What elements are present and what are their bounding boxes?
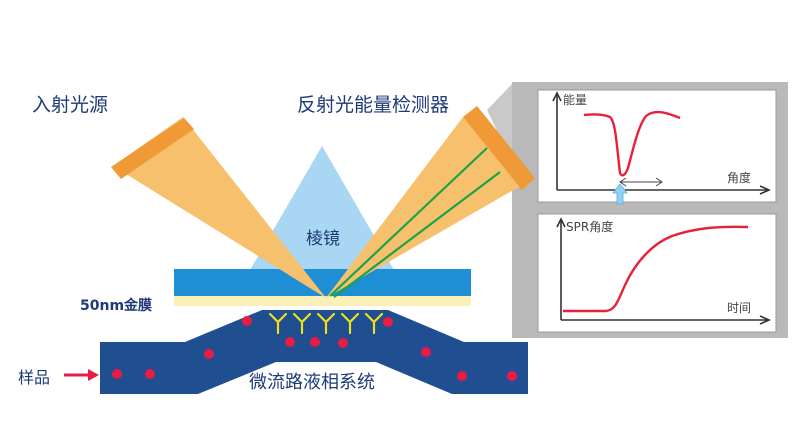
sample-label: 样品	[18, 368, 50, 387]
sample-arrow	[64, 369, 99, 381]
microfluidic-channel	[100, 310, 528, 394]
angle-shift-arrow	[619, 177, 663, 187]
magnifier-connector	[487, 84, 535, 210]
reflected-ray-1	[329, 147, 488, 297]
incident-beam	[113, 117, 326, 298]
angle-axis-label: 角度	[727, 170, 751, 185]
spr-plot-axes	[556, 217, 771, 325]
prism	[246, 146, 398, 277]
antibodies	[268, 312, 384, 335]
analyte-particles	[112, 316, 517, 381]
reflected-ray-2	[333, 171, 501, 298]
energy-plot-axes	[552, 91, 771, 195]
spr-angle-curve	[563, 225, 749, 313]
time-axis-label: 时间	[727, 301, 751, 315]
detector	[463, 106, 535, 190]
resonance-angle-arrow	[612, 183, 628, 205]
prism-label: 棱镜	[306, 229, 340, 249]
detector-label: 反射光能量检测器	[297, 94, 449, 116]
energy-plot-box	[537, 89, 777, 203]
light-source-label: 入射光源	[32, 94, 108, 116]
energy-dip-curve	[583, 110, 681, 177]
microfluidic-label: 微流路液相系统	[249, 372, 375, 393]
spr-angle-axis-label: SPR角度	[566, 219, 613, 234]
glass-substrate	[174, 269, 471, 296]
gold-film	[174, 296, 471, 306]
light-source-emitter	[111, 118, 194, 179]
energy-axis-label: 能量	[563, 93, 587, 107]
spr-plot-box	[537, 213, 777, 333]
gold-film-label: 50nm金膜	[80, 297, 152, 314]
